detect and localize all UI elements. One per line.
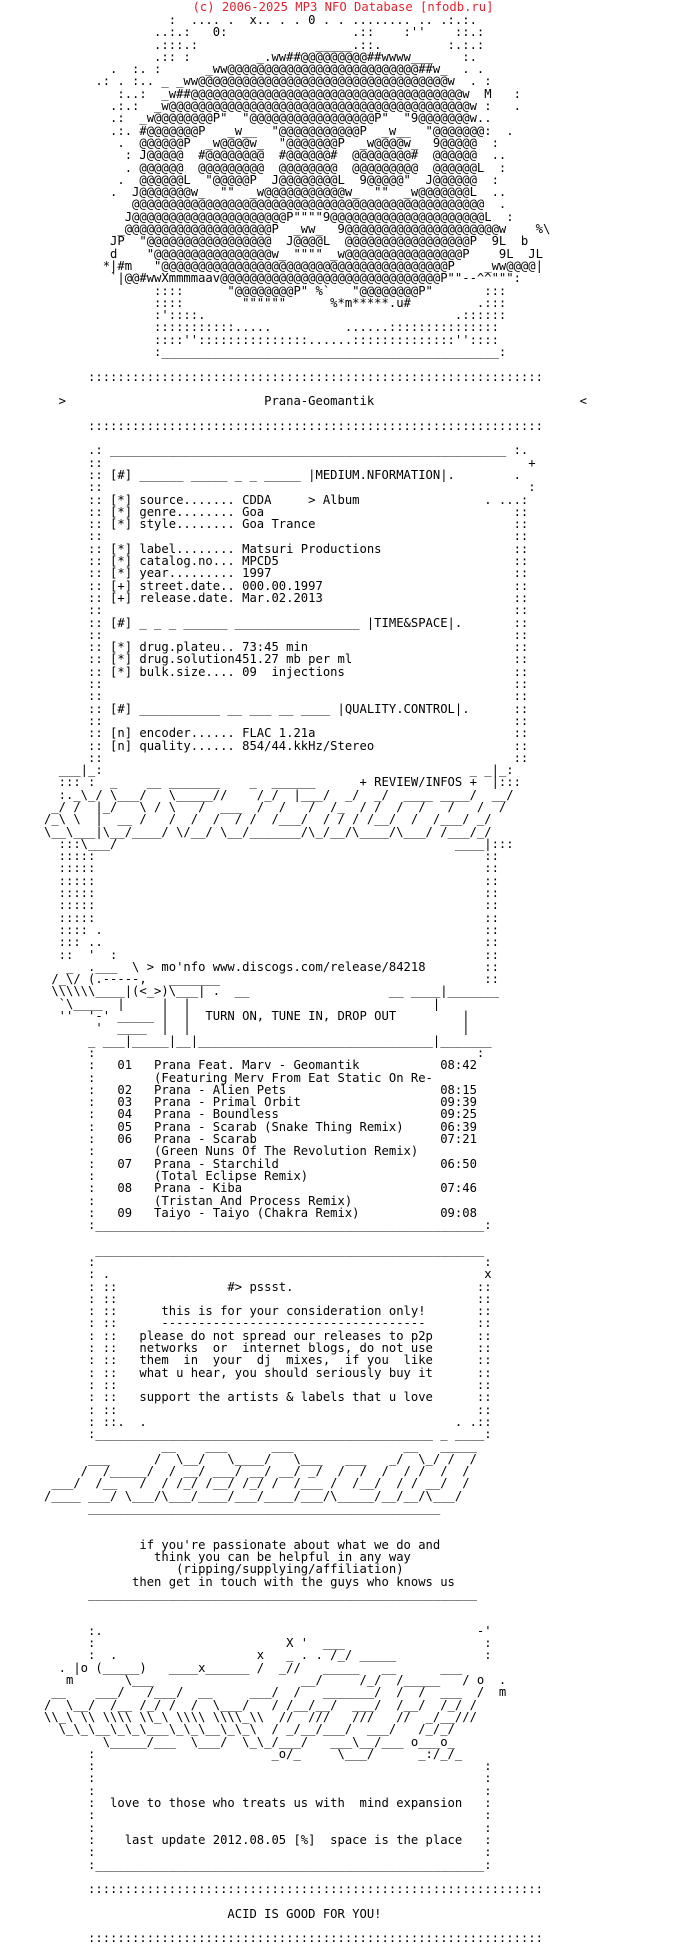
nfo-ascii-content: : .... . x.. . . 0 . . ........ .. .:.:.… [44,13,587,1945]
site-copyright-header: (c) 2006-2025 MP3 NFO Database [nfodb.ru… [192,0,494,14]
